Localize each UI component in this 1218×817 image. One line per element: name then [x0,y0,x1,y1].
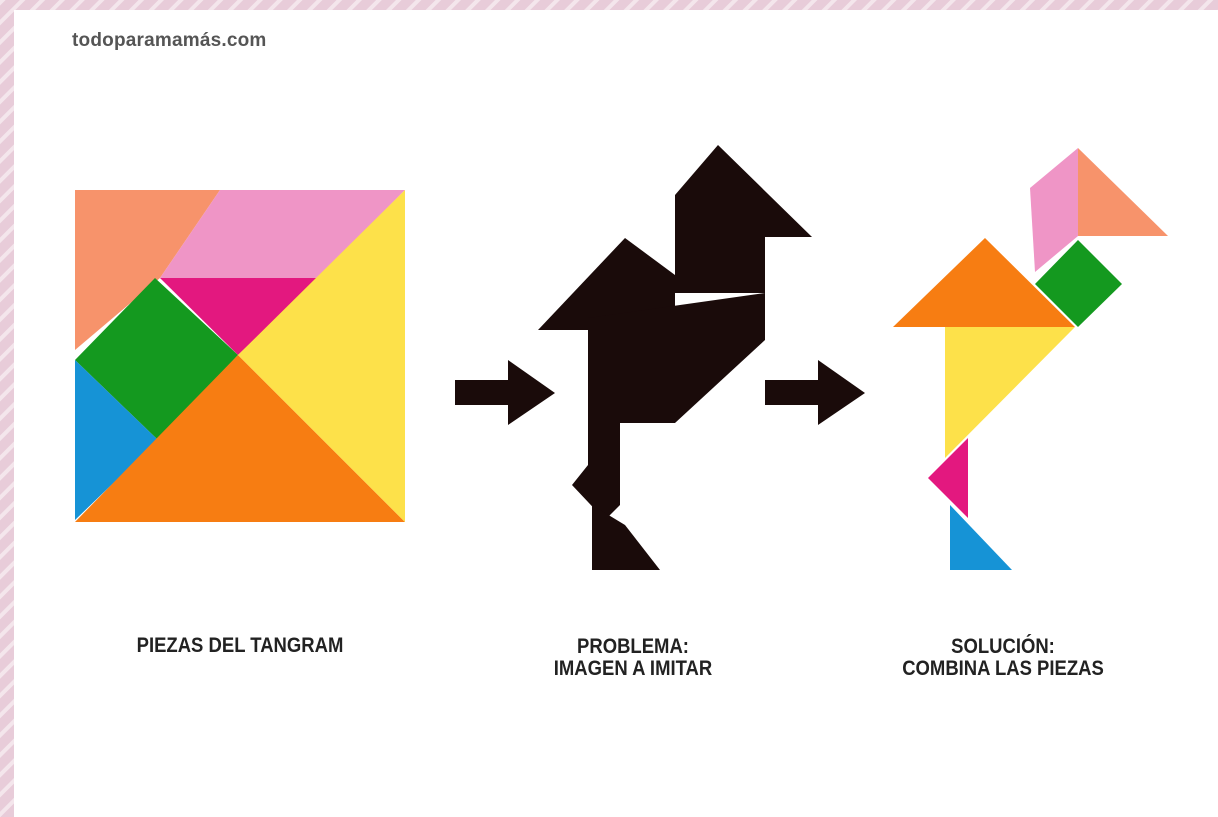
solution-yellow-body [945,327,1075,458]
site-credit: todoparamamás.com [72,30,267,52]
solution-bird [893,148,1168,570]
silhouette-head [675,145,812,237]
caption-problem: PROBLEMA: IMAGEN A IMITAR [475,636,792,680]
silhouette-bird [538,145,812,570]
tangram-square [75,190,405,522]
caption-solution-line2: COMBINA LAS PIEZAS [845,658,1162,680]
arrow-right-icon [455,360,555,425]
caption-problem-line1: PROBLEMA: [475,636,792,658]
solution-salmon-head [1078,148,1168,236]
caption-solution: SOLUCIÓN: COMBINA LAS PIEZAS [845,636,1162,680]
silhouette-foot [592,505,660,570]
caption-solution-line1: SOLUCIÓN: [845,636,1162,658]
caption-pieces-text: PIEZAS DEL TANGRAM [82,635,399,657]
silhouette-leg [572,423,620,520]
arrow-right-icon [765,360,865,425]
caption-problem-line2: IMAGEN A IMITAR [475,658,792,680]
silhouette-neck [675,237,765,293]
caption-tangram-pieces: PIEZAS DEL TANGRAM [82,635,399,657]
solution-blue-foot [950,505,1012,570]
